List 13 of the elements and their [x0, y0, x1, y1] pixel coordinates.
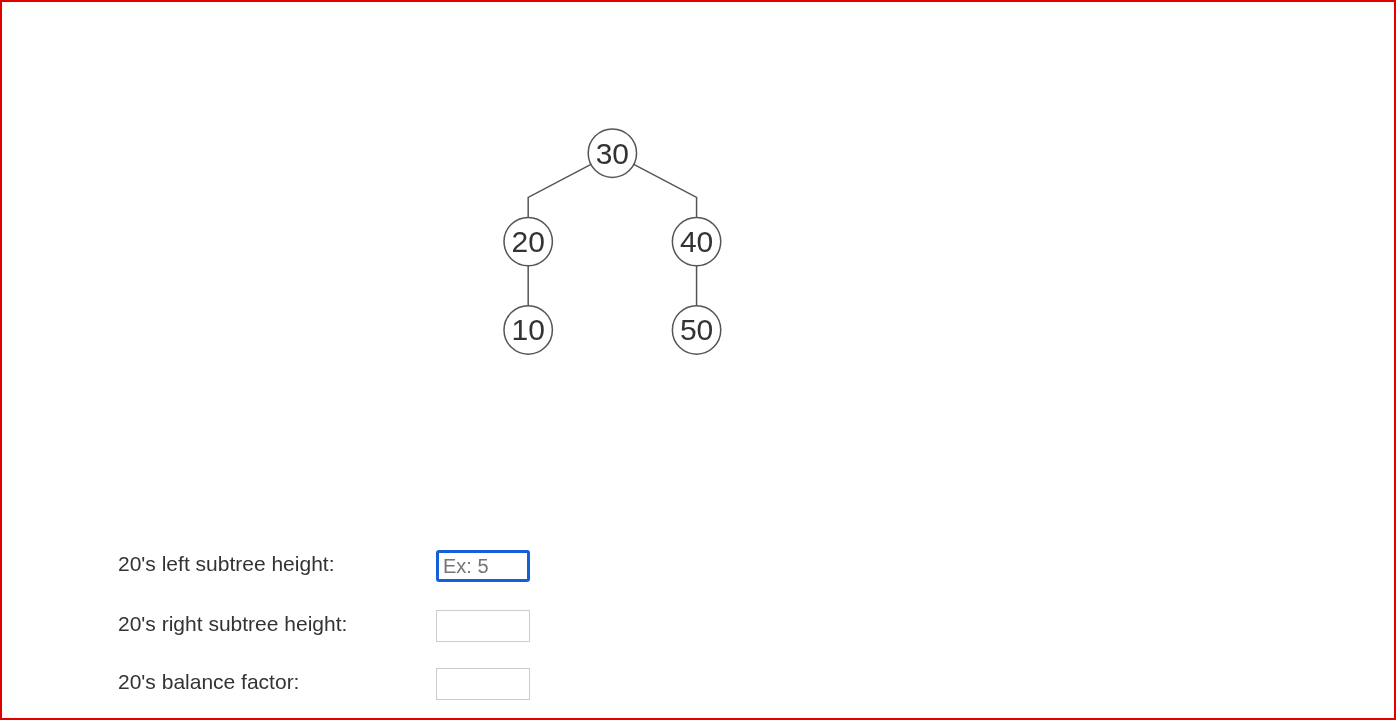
node-circle: 40 — [671, 217, 722, 267]
node-circle: 50 — [671, 305, 722, 356]
node-circle: 30 — [587, 128, 637, 179]
input-field: Ex: 5 — [436, 550, 530, 582]
node-circle: 10 — [502, 305, 553, 356]
connector — [695, 265, 697, 307]
field-label: 20's balance factor: — [118, 670, 300, 694]
field-label: 20's right subtree height: — [118, 612, 348, 636]
field-label: 20's left subtree height: — [118, 552, 335, 576]
connector — [527, 164, 592, 219]
connector — [527, 265, 529, 307]
node-circle: 20 — [502, 217, 553, 267]
connector — [632, 164, 697, 219]
